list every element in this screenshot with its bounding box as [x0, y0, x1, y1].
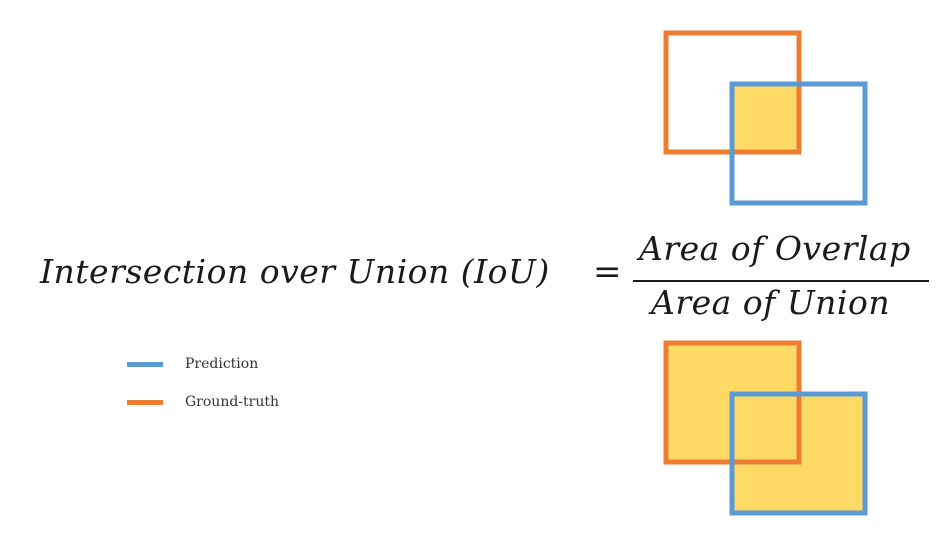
fraction-numerator: Area of Overlap — [639, 229, 911, 268]
legend-swatch-prediction — [127, 361, 163, 367]
fraction-bar — [633, 280, 929, 282]
legend-label-ground-truth: Ground-truth — [185, 394, 280, 410]
legend-item-prediction: Prediction — [127, 345, 279, 383]
union-figure — [663, 340, 868, 516]
equals-sign: = — [593, 252, 622, 292]
prediction-box-top — [729, 81, 868, 206]
prediction-box-bottom — [729, 391, 868, 516]
legend-label-prediction: Prediction — [185, 356, 259, 372]
legend-swatch-ground-truth — [127, 399, 163, 405]
formula-left-side: Intersection over Union (IoU) — [40, 252, 550, 291]
fraction-denominator: Area of Union — [651, 283, 891, 322]
legend-item-ground-truth: Ground-truth — [127, 383, 279, 421]
overlap-figure — [663, 30, 868, 206]
overlap-fill — [732, 84, 799, 152]
legend: Prediction Ground-truth — [127, 345, 279, 421]
